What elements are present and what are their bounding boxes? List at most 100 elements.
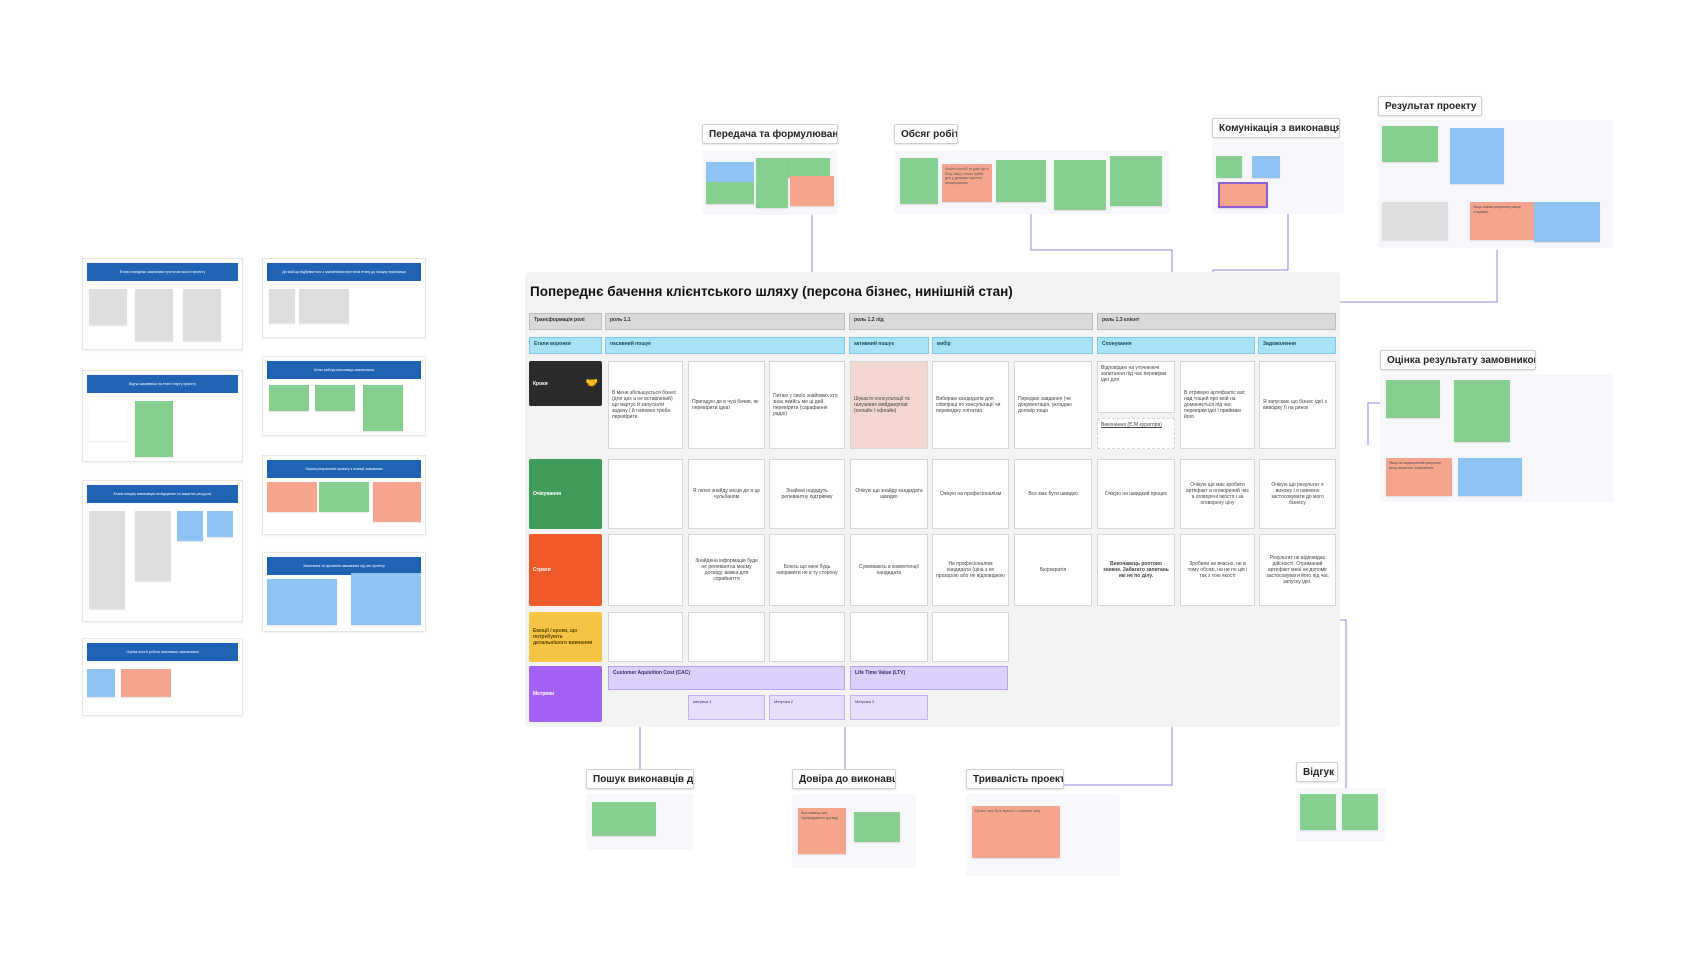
sticky-note <box>269 385 309 411</box>
cluster-feedback <box>1296 788 1386 842</box>
stage-satisfaction: Задоволення <box>1258 337 1336 354</box>
step-cell: Вибираю кандидатів для співпраці по конс… <box>932 361 1009 449</box>
fear-cell: Результат не відповідає дійсності. Отрим… <box>1259 534 1336 606</box>
sticky-note-selected[interactable] <box>1218 182 1268 208</box>
cluster-communication <box>1212 142 1344 214</box>
fear-cell <box>608 534 683 606</box>
metric-sub: метрика 1 <box>688 695 765 720</box>
fear-cell: Боюсь що мені будь направити не в ту сто… <box>769 534 845 606</box>
sticky-note <box>373 482 421 522</box>
sticky-note <box>315 385 355 411</box>
frame-2: Де якій що відбувається з замовником про… <box>262 258 426 338</box>
tag-communication[interactable]: Комунікація з виконавця... <box>1212 118 1340 138</box>
step-cell: В мене збільшується бізнес (для цих а не… <box>608 361 683 449</box>
row-label-steps: Кроки 🤝 <box>529 361 602 406</box>
cluster-trust: Виконавець має підтвердження досвіду <box>792 794 916 868</box>
metric-sub: Метрика 2 <box>769 695 845 720</box>
role-row-label: Трансформація ролі <box>529 313 602 330</box>
step-cell-extra: Виконання (Є.М куратора) <box>1097 418 1175 449</box>
stage-passive-search: пасивний пошук <box>605 337 845 354</box>
sticky-note <box>592 802 656 836</box>
sticky-note <box>207 511 233 537</box>
step-cell: Пригадую де в чузі бачив, як перевірити … <box>688 361 765 449</box>
expectation-cell <box>608 459 683 529</box>
sticky-note <box>319 482 369 512</box>
sticky-note <box>1458 458 1522 496</box>
tag-scope[interactable]: Обсяг робіт <box>894 124 958 144</box>
cluster-search <box>586 794 694 850</box>
step-cell: Питаю у своїх знайомих хто знає якийсь м… <box>769 361 845 449</box>
sticky-note <box>177 511 203 541</box>
sticky-note <box>183 289 221 341</box>
tag-transfer[interactable]: Передача та формулюван... <box>702 124 838 144</box>
frame-header: Шлях вибору виконавця замовником <box>267 361 421 379</box>
metric-ltv: Life Time Value (LTV) <box>850 666 1008 690</box>
fear-cell: Бюрократія <box>1014 534 1092 606</box>
sticky-note <box>363 385 403 431</box>
sticky-note <box>1252 156 1280 178</box>
tag-result[interactable]: Результат проекту <box>1378 96 1482 116</box>
frame-header: Етапи пошуку виконавців на відкритих та … <box>87 485 238 503</box>
frame-1: Етапи поведінки замовника протягом всьог… <box>82 258 243 350</box>
cluster-transfer <box>702 150 838 215</box>
step-cell: В отримую артефактіс ват, над тощей про … <box>1180 361 1255 449</box>
step-cell: Шукаєте консультації та галузевих мейдже… <box>850 361 928 449</box>
metric-cac: Customer Aquisition Cost (CAC) <box>608 666 845 690</box>
step-cell: Я запускаю що бізнес ідеї з виводжу її н… <box>1259 361 1336 449</box>
sticky-note <box>1534 202 1600 242</box>
tag-evaluation[interactable]: Оцінка результату замовником <box>1380 350 1536 370</box>
sticky-note: Знайти спосіб та дані що я бачу, якщо ті… <box>942 164 992 202</box>
frame-8: Оцінка якості роботи виконавця замовнико… <box>82 638 243 716</box>
tag-feedback[interactable]: Відгук <box>1296 762 1338 782</box>
sticky-note <box>269 289 295 323</box>
board-title: Попереднє бачення клієнтського шляху (пе… <box>530 284 1013 299</box>
expectation-cell: Очікую на швидкий процес <box>1097 459 1175 529</box>
fear-cell: Зробили не вчасно, не в тому обсязі, на … <box>1180 534 1255 606</box>
frame-header: Запитання та прохання замовника під час … <box>267 557 421 575</box>
fear-cell: Знайдена інформація буде не релевантна м… <box>688 534 765 606</box>
sticky-note <box>1342 794 1378 830</box>
expectation-cell: Очікую що результат я вихожу і я напевно… <box>1259 459 1336 529</box>
expectation-cell: Я легко знайду місце де я це чульбаном <box>688 459 765 529</box>
emotion-cell <box>608 612 683 662</box>
sticky-note <box>89 289 127 325</box>
sticky-note <box>900 158 938 204</box>
expectation-cell: Знайомі нададуть релевантну підтримку <box>769 459 845 529</box>
fear-cell: Не професіоналом кандидата (ціна з не пр… <box>932 534 1009 606</box>
row-label-expectations: Очікування <box>529 459 602 529</box>
step-cell: Передаю завдання (чи документація, уклад… <box>1014 361 1092 449</box>
cluster-result: Якщо оцінка результату вище очікувань <box>1378 120 1614 248</box>
frame-7: Запитання та прохання замовника під час … <box>262 552 426 632</box>
emotion-cell <box>932 612 1009 662</box>
tag-duration[interactable]: Тривалість проекту <box>966 769 1064 789</box>
frame-3: Відгук замовника на етапі старту проекту <box>82 370 243 462</box>
emotion-cell <box>850 612 928 662</box>
frame-header: Оцінка результатів проекту з позиції зам… <box>267 460 421 478</box>
sticky-note <box>1382 126 1438 162</box>
sticky-note <box>854 812 900 842</box>
row-label-fears: Страхи <box>529 534 602 606</box>
sticky-note <box>1454 380 1510 442</box>
sticky-note <box>1216 156 1242 178</box>
frame-header: Де якій що відбувається з замовником про… <box>267 263 421 281</box>
expectation-cell: Очікую що має зробити артефакт в оговоре… <box>1180 459 1255 529</box>
step-cell: Відповідаю на уточнюючі запитання під ча… <box>1097 361 1175 413</box>
sticky-note <box>1054 160 1106 210</box>
tag-search[interactable]: Пошук виконавців д... <box>586 769 694 789</box>
cluster-scope: Знайти спосіб та дані що я бачу, якщо ті… <box>894 150 1170 214</box>
stage-active-search: активний пошук <box>849 337 929 354</box>
sticky-note <box>1382 202 1448 240</box>
sticky-note <box>121 669 171 697</box>
cluster-evaluation: Якщо не задоволений результат можу вимаг… <box>1380 374 1614 502</box>
sticky-note: Проект має бути вчасно і з оцінкою часу <box>972 806 1060 858</box>
sticky-note <box>790 176 834 206</box>
sticky-note <box>89 511 125 609</box>
sticky-note <box>267 482 317 512</box>
sticky-note <box>1450 128 1504 184</box>
tag-trust[interactable]: Довіра до виконавців <box>792 769 896 789</box>
role-1-2: роль 1.2 лід <box>849 313 1093 330</box>
connector-evaluation <box>1367 402 1380 445</box>
frame-header: Відгук замовника на етапі старту проекту <box>87 375 238 393</box>
sticky-note: Якщо оцінка результату вище очікувань <box>1470 202 1534 240</box>
stage-motivation: Спонукання <box>1097 337 1255 354</box>
